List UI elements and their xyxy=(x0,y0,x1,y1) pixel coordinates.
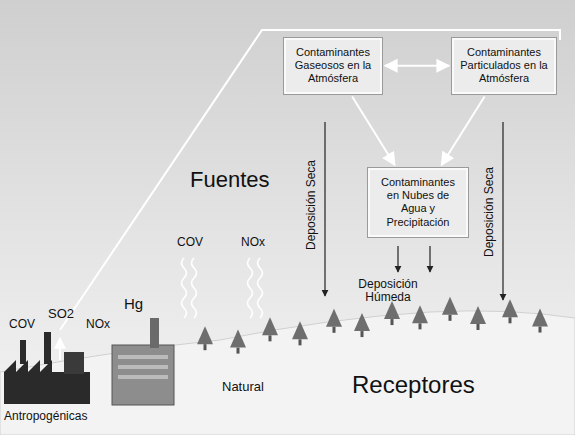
flow-arrow xyxy=(352,97,395,165)
flow-arrow xyxy=(385,65,449,67)
pollutant-box: Contaminantes Gaseosos en la Atmósfera xyxy=(284,38,382,94)
pollutant-name: SO2 xyxy=(48,307,74,321)
pollutant-name: NOx xyxy=(241,236,265,249)
pollutant-name: COV xyxy=(177,236,203,249)
flow-arrow xyxy=(442,97,485,165)
source-type: Antropogénicas xyxy=(4,410,87,423)
pollutant-name: NOx xyxy=(86,318,110,331)
process-label: Deposición Húmeda xyxy=(346,278,430,304)
pollutant-name: Hg xyxy=(124,296,143,313)
box-text: Contaminantes en Nubes de Agua y Precipi… xyxy=(375,176,461,229)
box-text: Contaminantes Particulados en la Atmósfe… xyxy=(459,46,549,86)
section-title: Receptores xyxy=(352,372,475,398)
section-title: Fuentes xyxy=(190,168,270,192)
pollutant-box: Contaminantes en Nubes de Agua y Precipi… xyxy=(368,168,468,237)
process-label: Deposición Seca xyxy=(483,167,496,257)
process-label: Deposición Seca xyxy=(305,160,318,250)
box-text: Contaminantes Gaseosos en la Atmósfera xyxy=(291,46,375,86)
pollutant-box: Contaminantes Particulados en la Atmósfe… xyxy=(452,38,556,94)
pollutant-name: COV xyxy=(9,318,35,331)
source-type: Natural xyxy=(222,380,264,394)
